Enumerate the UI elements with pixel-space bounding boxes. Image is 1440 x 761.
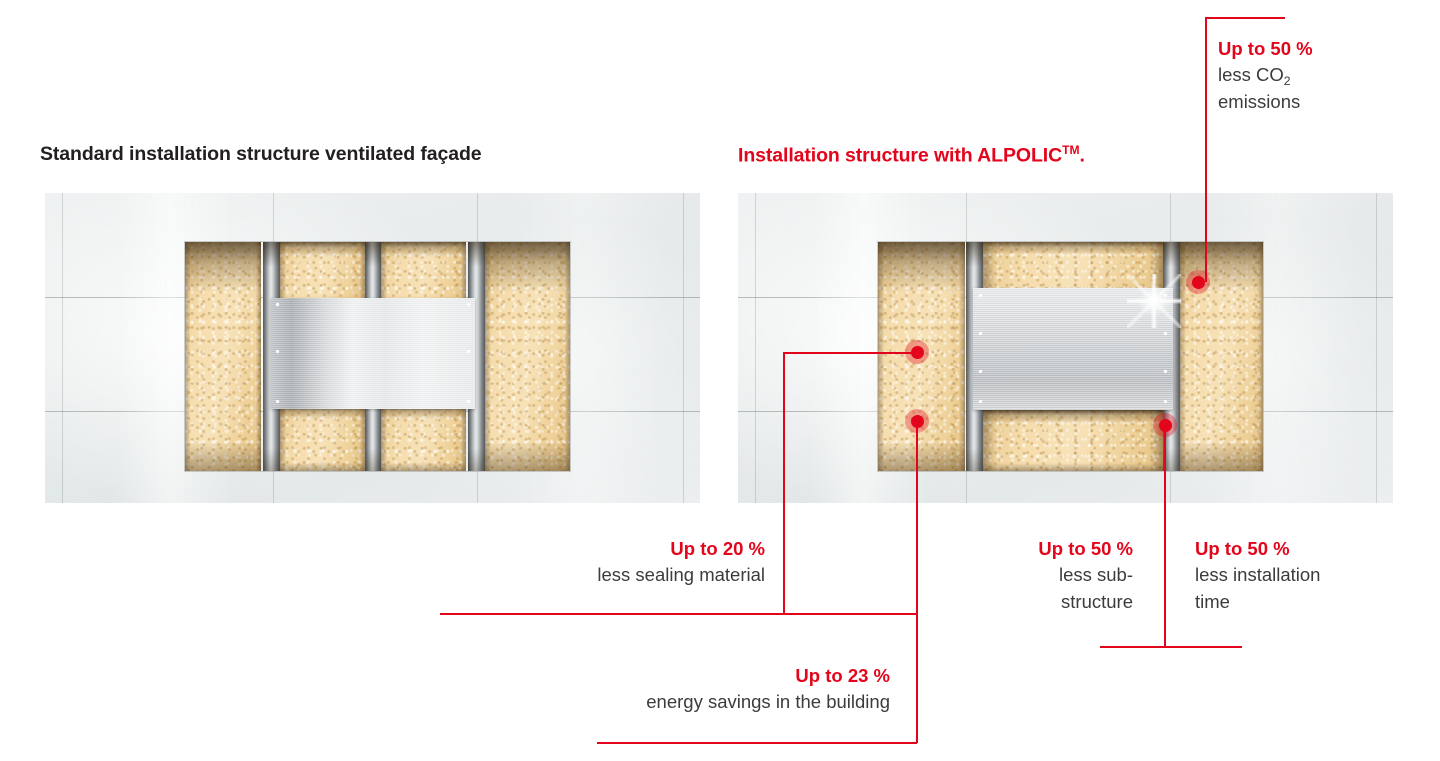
insulation-block bbox=[878, 242, 965, 471]
wall-cutaway bbox=[185, 242, 570, 471]
callout-energy-line1: energy savings in the building bbox=[646, 691, 890, 713]
callout-sealing: Up to 20 % less sealing material bbox=[440, 536, 765, 589]
callout-installtime: Up to 50 % less installation time bbox=[1195, 536, 1415, 615]
wall-grid-line-vertical bbox=[62, 193, 63, 503]
leader-line-energy-horizontal bbox=[597, 742, 917, 744]
panel-screw bbox=[276, 350, 279, 353]
panel-screw bbox=[979, 400, 982, 403]
callout-co2-line1: less CO2 bbox=[1218, 62, 1313, 88]
leader-line-sealing-vertical bbox=[783, 352, 785, 614]
callout-co2: Up to 50 % less CO2 emissions bbox=[1218, 36, 1313, 115]
page-title-standard: Standard installation structure ventilat… bbox=[40, 143, 482, 165]
standard-facade-illustration bbox=[45, 193, 700, 503]
wall-grid-line-vertical bbox=[755, 193, 756, 503]
page-title-alpolic-period: . bbox=[1079, 144, 1085, 167]
wall-grid-line-vertical bbox=[1376, 193, 1377, 503]
insulation-block bbox=[381, 405, 466, 471]
panel-screw bbox=[276, 400, 279, 403]
leader-line-substructure-horizontal bbox=[1100, 646, 1242, 648]
insulation-block bbox=[983, 410, 1163, 471]
callout-energy-headline: Up to 23 % bbox=[795, 665, 890, 686]
callout-co2-line2: emissions bbox=[1218, 90, 1301, 112]
insulation-block bbox=[280, 405, 365, 471]
panel-screw bbox=[979, 370, 982, 373]
callout-co2-headline: Up to 50 % bbox=[1218, 38, 1313, 59]
leader-line-energy-vertical bbox=[916, 421, 918, 743]
trademark-symbol: TM bbox=[1062, 143, 1080, 157]
alpolic-facade-illustration bbox=[738, 193, 1393, 503]
callout-installtime-line1: less installation bbox=[1195, 564, 1321, 586]
wall-cutaway bbox=[878, 242, 1263, 471]
page-title-alpolic-text: Installation structure with ALPOLIC bbox=[738, 144, 1063, 167]
panel-screw bbox=[1164, 332, 1167, 335]
callout-installtime-headline: Up to 50 % bbox=[1195, 538, 1290, 559]
panel-screw bbox=[467, 400, 470, 403]
callout-energy: Up to 23 % energy savings in the buildin… bbox=[560, 663, 890, 716]
callout-substructure-line2: structure bbox=[1061, 590, 1133, 612]
facade-panel bbox=[973, 274, 1181, 410]
hotspot-marker-energy[interactable] bbox=[905, 409, 929, 433]
panel-screw bbox=[467, 350, 470, 353]
panel-screw bbox=[467, 303, 470, 306]
callout-substructure-headline: Up to 50 % bbox=[1038, 538, 1133, 559]
callout-sealing-headline: Up to 20 % bbox=[670, 538, 765, 559]
callout-co2-line1-text: less CO bbox=[1218, 64, 1284, 86]
hotspot-marker-sealing[interactable] bbox=[905, 340, 929, 364]
callout-substructure-line1: less sub- bbox=[1058, 564, 1133, 586]
insulation-block bbox=[185, 242, 261, 471]
callout-installtime-line2: time bbox=[1195, 590, 1230, 612]
callout-sealing-line1: less sealing material bbox=[597, 564, 765, 586]
panel-screw bbox=[1164, 370, 1167, 373]
panel-screw bbox=[979, 332, 982, 335]
insulation-block bbox=[485, 242, 570, 471]
callout-substructure: Up to 50 % less sub- structure bbox=[945, 536, 1133, 615]
hotspot-marker-substructure[interactable] bbox=[1153, 413, 1177, 437]
callout-co2-subscript: 2 bbox=[1283, 74, 1291, 89]
facade-panel bbox=[271, 298, 475, 409]
leader-line-sealing-connector bbox=[783, 352, 917, 354]
leader-line-co2-vertical bbox=[1205, 17, 1207, 282]
callout-divider bbox=[1164, 533, 1166, 629]
panel-screw bbox=[276, 303, 279, 306]
panel-screw bbox=[1164, 400, 1167, 403]
insulation-block bbox=[1180, 242, 1263, 471]
page-title-alpolic: Installation structure with ALPOLICTM. bbox=[738, 143, 1085, 168]
panel-screw bbox=[979, 294, 982, 297]
wall-grid-line-vertical bbox=[683, 193, 684, 503]
leader-line-sealing-horizontal bbox=[440, 613, 917, 615]
panel-screw bbox=[1164, 294, 1167, 297]
leader-line-co2-horizontal bbox=[1205, 17, 1285, 19]
hotspot-marker-co2[interactable] bbox=[1186, 270, 1210, 294]
